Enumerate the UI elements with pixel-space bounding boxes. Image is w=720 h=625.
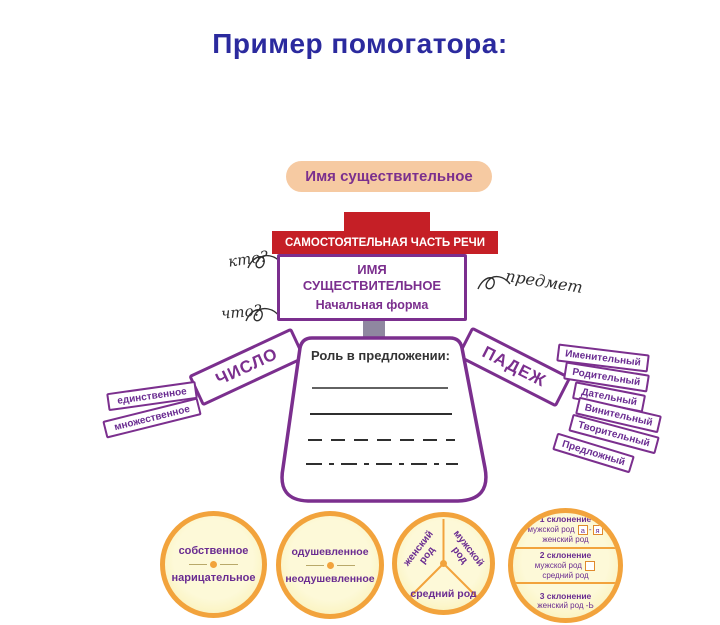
neck-connector — [363, 318, 385, 340]
declension-2-masculine: мужской род — [534, 560, 596, 571]
question-what: что? — [220, 301, 263, 323]
gender-divider-lines — [409, 519, 478, 598]
part-of-speech-banner: САМОСТОЯТЕЛЬНАЯ ЧАСТЬ РЕЧИ — [272, 231, 498, 254]
declension-2-neuter-label: средний род — [542, 570, 589, 580]
object-annotation: предмет — [503, 266, 585, 297]
declension-rows: 1 склонение мужской род а-я женский род … — [513, 513, 618, 618]
role-label: Роль в предложении: — [310, 348, 450, 363]
declension-1-feminine-label: женский род — [542, 535, 589, 545]
head-box: ИМЯ СУЩЕСТВИТЕЛЬНОЕ Начальная форма — [277, 254, 467, 321]
ending-box-a: а — [577, 525, 588, 536]
inanimate-label: неодушевленное — [285, 572, 375, 585]
head-title-line1: ИМЯ — [357, 262, 387, 278]
declension-1-masculine-label: мужской род — [527, 525, 575, 535]
circle-animate-inanimate: одушевленное неодушевленное — [276, 511, 384, 619]
number-arm-banner: ЧИСЛО — [188, 327, 306, 407]
divider-dot-icon — [326, 561, 334, 569]
declension-1-title: 1 склонение — [539, 514, 592, 525]
ending-separator: - — [588, 525, 592, 535]
initial-form-label: Начальная форма — [315, 297, 429, 312]
circle-divider — [189, 561, 238, 568]
declension-row-2: 2 склонение мужской род средний род — [513, 546, 618, 583]
declension-row-1: 1 склонение мужской род а-я женский род — [513, 513, 618, 547]
declension-3-feminine-label: женский род -Ь — [537, 601, 594, 611]
question-who: кто? — [226, 247, 270, 271]
neuter-label: средний род — [410, 588, 477, 600]
common-label: нарицательное — [171, 572, 256, 584]
divider-dot-icon — [210, 561, 217, 568]
proper-label: собственное — [178, 545, 249, 557]
animate-label: одушевленное — [291, 545, 369, 558]
case-arm-banner: ПАДЕЖ — [456, 326, 572, 408]
circle-divider — [305, 561, 355, 569]
declension-2-masculine-label: мужской род — [534, 560, 582, 570]
empty-ending-box — [585, 560, 596, 571]
diagram-header-oval: Имя существительное — [286, 161, 492, 192]
page-title: Пример помогатора: — [212, 28, 508, 59]
circle-gender: женский род мужской род средний род — [392, 512, 495, 615]
declension-2-title: 2 склонение — [539, 550, 592, 561]
circle-proper-common: собственное нарицательное — [160, 511, 267, 618]
declension-3-title: 3 склонение — [539, 590, 592, 601]
ending-box-ya: я — [592, 525, 603, 536]
declension-row-3: 3 склонение женский род -Ь — [513, 582, 618, 618]
banner-tab — [344, 212, 430, 234]
declension-1-masculine: мужской род а-я — [527, 525, 603, 536]
head-title-line2: СУЩЕСТВИТЕЛЬНОЕ — [302, 278, 442, 293]
circle-declensions: 1 склонение мужской род а-я женский род … — [508, 508, 623, 623]
